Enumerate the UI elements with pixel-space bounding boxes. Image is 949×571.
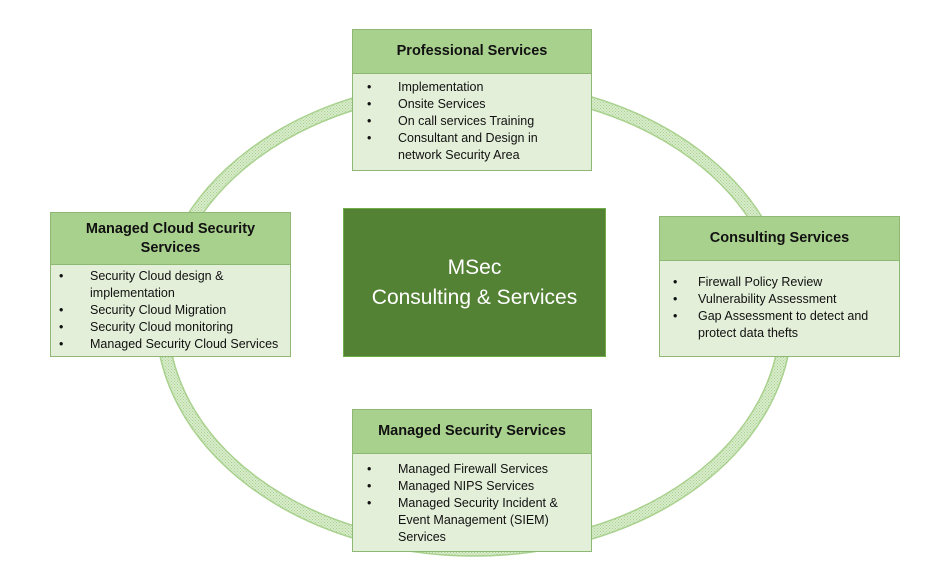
list-item: •Gap Assessment to detect and protect da… bbox=[673, 309, 869, 340]
list-item: •Managed Firewall Services bbox=[367, 462, 549, 476]
list-item: •Vulnerability Assessment bbox=[673, 292, 837, 306]
center-box: MSec Consulting & Services bbox=[343, 208, 606, 357]
consulting-services-title: Consulting Services bbox=[660, 217, 899, 261]
list-item: •Security Cloud monitoring bbox=[59, 320, 234, 334]
managed-security-services-title: Managed Security Services bbox=[353, 410, 591, 454]
list-item: •Implementation bbox=[367, 80, 484, 94]
professional-services-box: Professional Services •Implementation •O… bbox=[352, 29, 592, 171]
professional-services-list: •Implementation •Onsite Services •On cal… bbox=[353, 74, 591, 164]
list-item: •Consultant and Design in network Securi… bbox=[367, 131, 538, 162]
list-item: •Security Cloud design & implementation bbox=[59, 269, 224, 300]
managed-security-services-list: •Managed Firewall Services •Managed NIPS… bbox=[353, 454, 591, 546]
list-item: •Managed Security Incident & Event Manag… bbox=[367, 496, 558, 544]
consulting-services-box: Consulting Services •Firewall Policy Rev… bbox=[659, 216, 900, 357]
managed-cloud-security-list: •Security Cloud design & implementation … bbox=[51, 265, 290, 353]
managed-security-services-box: Managed Security Services •Managed Firew… bbox=[352, 409, 592, 552]
list-item: •Managed Security Cloud Services bbox=[59, 337, 279, 351]
managed-cloud-security-title: Managed Cloud Security Services bbox=[51, 213, 290, 265]
list-item: •On call services Training bbox=[367, 114, 535, 128]
list-item: •Onsite Services bbox=[367, 97, 486, 111]
center-subtitle: Consulting & Services bbox=[371, 285, 578, 309]
list-item: •Managed NIPS Services bbox=[367, 479, 535, 493]
managed-cloud-security-box: Managed Cloud Security Services •Securit… bbox=[50, 212, 291, 357]
professional-services-title: Professional Services bbox=[353, 30, 591, 74]
list-item: •Firewall Policy Review bbox=[673, 275, 823, 289]
center-title: MSec bbox=[447, 255, 502, 279]
consulting-services-list: •Firewall Policy Review •Vulnerability A… bbox=[660, 261, 899, 342]
list-item: •Security Cloud Migration bbox=[59, 303, 227, 317]
